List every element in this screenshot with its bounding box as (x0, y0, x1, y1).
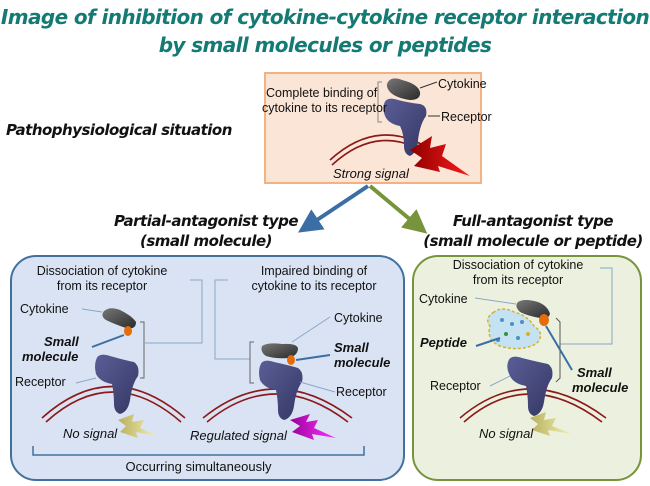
partial-left-desc-line1: Dissociation of cytokine (36, 264, 168, 278)
full-connector (560, 267, 613, 345)
full-molecule-leader (545, 325, 573, 371)
top-cytokine-shape (386, 78, 421, 100)
arrow-to-full (368, 184, 428, 234)
full-desc-line1: Dissociation of cytokine (452, 258, 584, 272)
partial-right-cytokine-leader (291, 316, 331, 343)
no-signal-label-full: No signal (479, 426, 534, 441)
partial-right-receptor-leader (299, 381, 336, 393)
full-small-molecule (539, 314, 549, 326)
full-receptor-label: Receptor (430, 379, 481, 393)
strong-signal-label: Strong signal (333, 166, 409, 181)
full-receptor-leader (489, 375, 511, 387)
partial-left-cytokine-leader (81, 308, 103, 313)
full-small-label-line2: molecule (572, 380, 629, 395)
partial-right-small-label-line2: molecule (334, 355, 391, 370)
partial-right-receptor-shape (259, 360, 303, 420)
partial-right-receptor-label: Receptor (336, 385, 387, 399)
regulated-signal-label: Regulated signal (190, 428, 287, 443)
partial-right-molecule-leader (295, 354, 331, 361)
partial-right-connector (214, 279, 250, 360)
partial-right-small-molecule (287, 355, 295, 365)
partial-left-cytokine-shape (102, 308, 136, 329)
partial-right-bracket (249, 341, 254, 384)
strong-signal-bolt (410, 136, 470, 176)
partial-left-small-molecule (124, 326, 132, 336)
partial-left-small-label-line2: molecule (22, 349, 79, 364)
simultaneous-bracket (32, 446, 365, 456)
full-desc-line2: from its receptor (472, 273, 564, 287)
partial-left-cytokine-label: Cytokine (20, 302, 69, 316)
peptide-shape (487, 308, 542, 350)
top-desc-line1: Complete binding of (266, 86, 378, 100)
partial-left-bracket (140, 321, 145, 379)
partial-right-cytokine-shape (261, 343, 298, 359)
full-cytokine-leader (474, 297, 517, 305)
top-cytokine-leader (419, 81, 438, 89)
full-cytokine-shape (516, 300, 550, 319)
partial-left-receptor-label: Receptor (15, 375, 66, 389)
no-signal-label-partial: No signal (63, 426, 118, 441)
full-small-label-line1: Small (577, 365, 612, 380)
top-bracket (377, 81, 382, 123)
partial-left-desc-line2: from its receptor (56, 279, 148, 293)
full-peptide-leader (475, 337, 501, 347)
diagram-title-line2: by small molecules or peptides (158, 33, 492, 57)
arrow-to-partial (298, 184, 370, 233)
partial-right-cytokine-label: Cytokine (334, 311, 383, 325)
full-receptor-shape (507, 356, 553, 416)
simultaneous-label: Occurring simultaneously (125, 459, 272, 474)
partial-right-small-label-line1: Small (334, 340, 369, 355)
partial-right-desc-line2: cytokine to its receptor (251, 279, 377, 293)
partial-left-molecule-leader (91, 334, 125, 348)
no-signal-bolt-partial (118, 414, 158, 438)
top-desc-line2: cytokine to its receptor (262, 101, 388, 115)
partial-heading-line1: Partial-antagonist type (114, 212, 299, 230)
partial-left-connector (145, 279, 203, 344)
full-heading-line2: (small molecule or peptide) (423, 232, 643, 250)
no-signal-bolt-full (530, 412, 572, 436)
partial-left-small-label-line1: Small (44, 334, 79, 349)
partial-right-desc-line1: Impaired binding of (260, 264, 368, 278)
partial-heading-line2: (small molecule) (139, 232, 273, 250)
top-receptor-shape (383, 98, 427, 156)
full-heading-line1: Full-antagonist type (452, 212, 614, 230)
full-cytokine-label: Cytokine (419, 292, 468, 306)
pathophysiological-label: Pathophysiological situation (6, 121, 232, 139)
partial-left-receptor-shape (95, 354, 139, 414)
top-cytokine-label: Cytokine (438, 77, 487, 91)
regulated-signal-bolt (290, 414, 336, 440)
peptide-label: Peptide (420, 335, 467, 350)
partial-antagonist-panel (10, 255, 405, 481)
top-receptor-label: Receptor (441, 110, 492, 124)
partial-left-receptor-leader (75, 377, 97, 384)
diagram-title-line1: Image of inhibition of cytokine-cytokine… (0, 5, 650, 29)
